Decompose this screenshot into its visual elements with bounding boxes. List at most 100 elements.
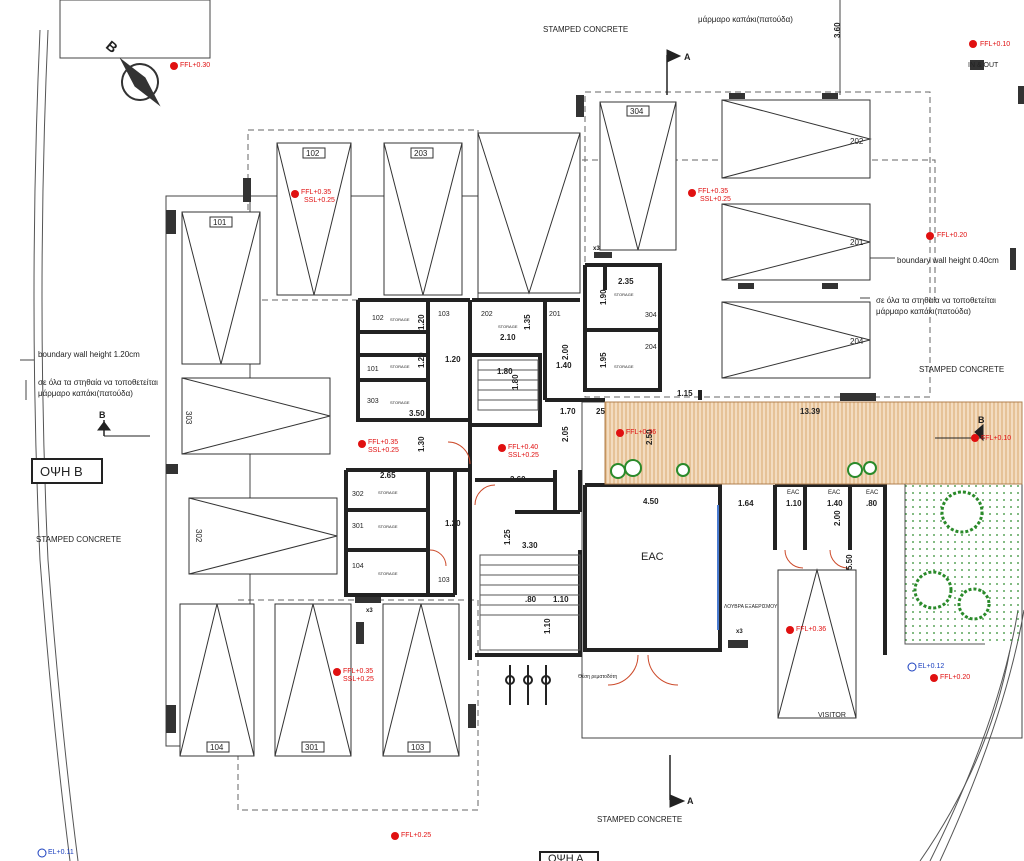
- level: FFL+0.36: [796, 626, 826, 633]
- dim: 1.15: [677, 389, 693, 398]
- note-right-2: μάρμαρο καπάκι(πατούδα): [876, 307, 971, 316]
- dim: 2.60: [510, 475, 526, 484]
- dim: 2.00: [561, 344, 570, 360]
- level: FFL+0.10: [980, 41, 1010, 48]
- section-b-right: B: [978, 415, 985, 425]
- storage-102: 102: [372, 315, 384, 322]
- dim: 13.39: [800, 407, 821, 416]
- dim: 25: [596, 407, 605, 416]
- level-marker: [786, 626, 794, 634]
- parking-204: 204: [850, 337, 864, 346]
- level: FFL+0.35: [301, 189, 331, 196]
- level: SSL+0.25: [368, 447, 399, 454]
- dim: 1.10: [543, 618, 552, 634]
- level: FFL+0.35: [368, 439, 398, 446]
- section-a-bottom: A: [687, 796, 694, 806]
- storage-301: 301: [352, 523, 364, 530]
- garden: [904, 484, 1024, 645]
- stair: [477, 359, 581, 651]
- storage-103-lower: 103: [438, 577, 450, 584]
- dim: 3.30: [522, 541, 538, 550]
- storage-label: STORAGE: [378, 490, 398, 495]
- level: FFL+0.35: [343, 668, 373, 675]
- stamped-concrete-left: STAMPED CONCRETE: [36, 535, 121, 544]
- dim: x3: [593, 246, 600, 252]
- level-marker: [291, 190, 299, 198]
- door-swings: [429, 441, 849, 686]
- level: SSL+0.25: [304, 197, 335, 204]
- dim: x3: [366, 608, 373, 614]
- visitor-label: VISITOR: [818, 712, 846, 719]
- storage-label: STORAGE: [390, 364, 410, 369]
- parking-103: 103: [411, 743, 425, 752]
- dim: 2.35: [618, 277, 634, 286]
- storage-103: 103: [438, 311, 450, 318]
- dim: 1.80: [497, 367, 513, 376]
- storage-label: STORAGE: [390, 317, 410, 322]
- dim: 1.25: [503, 529, 512, 545]
- dim: 2.10: [500, 333, 516, 342]
- dim: 1.30: [417, 436, 426, 452]
- level-marker: [969, 40, 977, 48]
- louvre-note: ΛΟΥΒΡΑ ΕΞΑΕΡΙΣΜΟΥ: [724, 604, 778, 610]
- wall-blocks: [166, 60, 1024, 733]
- dim: 1.95: [599, 352, 608, 368]
- level: SSL+0.25: [343, 676, 374, 683]
- dim: 2.50: [645, 429, 654, 445]
- eac-cabinet-2: EAC: [828, 490, 841, 496]
- level: FFL+0.35: [698, 188, 728, 195]
- level-marker: [498, 444, 506, 452]
- compass-icon: [119, 57, 161, 107]
- eac-cabinet-3: EAC: [866, 490, 879, 496]
- dim: 1.20: [417, 352, 426, 368]
- parking-201: 201: [850, 238, 864, 247]
- note-right-1: σε όλα τα στηθαία να τοποθετείται: [876, 296, 996, 305]
- parking-101: 101: [213, 218, 227, 227]
- parking-102: 102: [306, 149, 320, 158]
- storage-302: 302: [352, 491, 364, 498]
- level-marker: [930, 674, 938, 682]
- level-marker: [170, 62, 178, 70]
- section-a-top: A: [684, 52, 691, 62]
- level: FFL+0.20: [940, 674, 970, 681]
- level: FFL+0.40: [508, 444, 538, 451]
- timber-deck: [604, 401, 1023, 485]
- bicycle-icon: [505, 665, 551, 705]
- level: FFL+0.30: [180, 62, 210, 69]
- dim: 1.35: [523, 314, 532, 330]
- elevation-b-box: [31, 458, 103, 484]
- dim: 1.40: [556, 361, 572, 370]
- parking-bays: [179, 99, 872, 757]
- structure-lines: [20, 0, 1023, 747]
- dim: 1.20: [417, 314, 426, 330]
- dim: 1.40: [827, 499, 843, 508]
- storage-204: 204: [645, 344, 657, 351]
- storage-label: STORAGE: [378, 571, 398, 576]
- storage-label: STORAGE: [378, 524, 398, 529]
- stamped-concrete-bottom: STAMPED CONCRETE: [597, 815, 682, 824]
- parking-104: 104: [210, 743, 224, 752]
- level: FFL+0.20: [937, 232, 967, 239]
- level-marker: [333, 668, 341, 676]
- boundary-left: boundary wall height 1.20cm: [38, 350, 140, 359]
- dim: 5.50: [845, 554, 854, 570]
- level: EL+0.12: [918, 663, 944, 670]
- elevation-a-box: [539, 851, 599, 861]
- eac-room-label: EAC: [641, 551, 664, 563]
- level-marker: [391, 832, 399, 840]
- dim: 1.64: [738, 499, 754, 508]
- level: SSL+0.25: [700, 196, 731, 203]
- elevation-b-label: ΟΨΗ Β: [40, 464, 83, 479]
- note-left-1: σε όλα τα στηθαία να τοποθετείται: [38, 378, 158, 387]
- dim: 1.20: [445, 355, 461, 364]
- deck-planters: [610, 459, 877, 479]
- dim: 4.50: [643, 497, 659, 506]
- eac-cabinet-1: EAC: [787, 490, 800, 496]
- parking-303: 303: [184, 411, 193, 425]
- parking-202: 202: [850, 137, 864, 146]
- parking-302: 302: [194, 529, 203, 543]
- parking-203: 203: [414, 149, 428, 158]
- dim: 1.90: [599, 289, 608, 305]
- level: FFL+0.10: [981, 435, 1011, 442]
